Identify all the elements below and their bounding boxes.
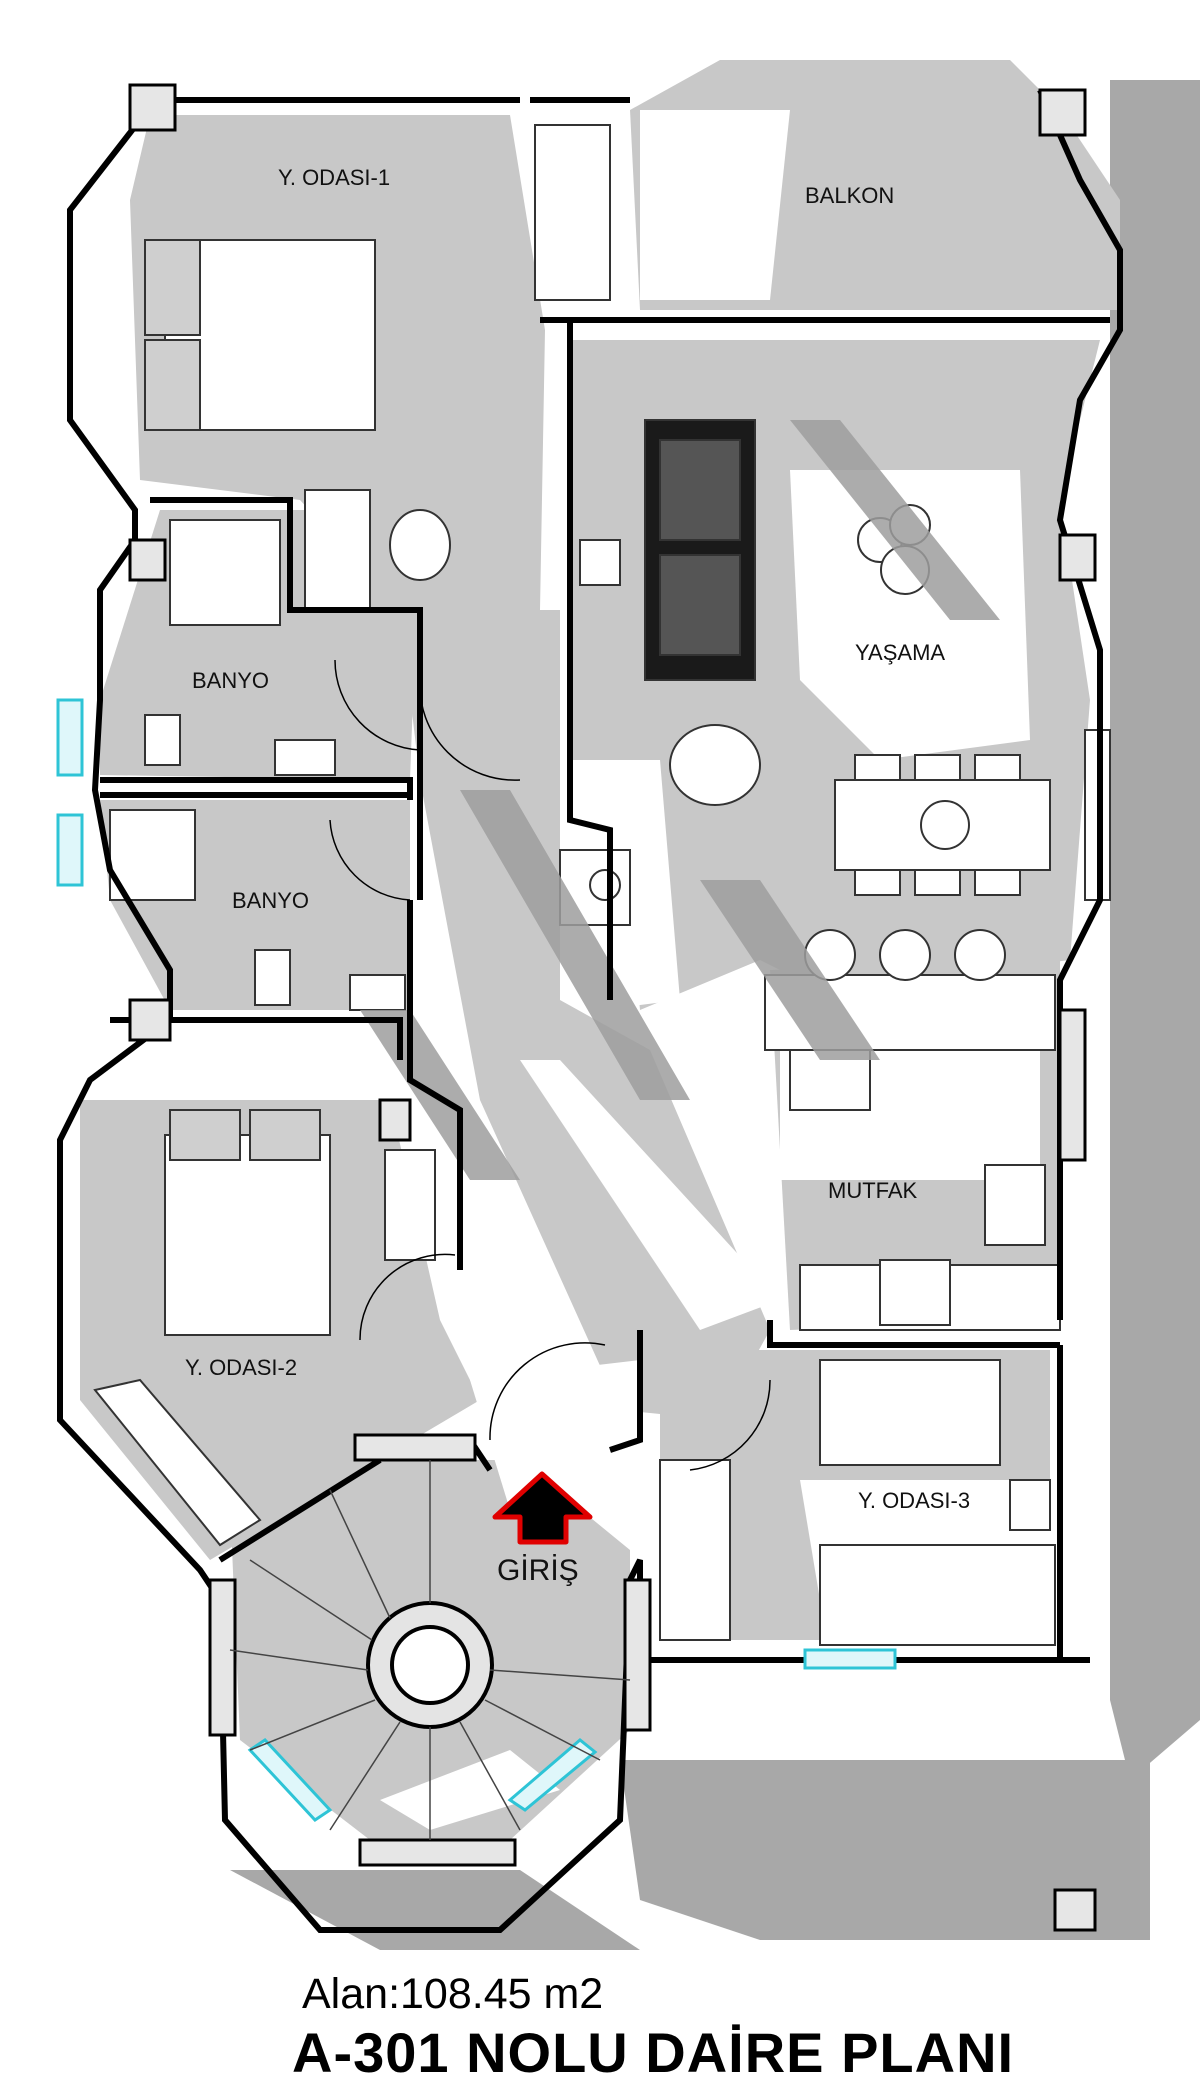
shower-1 (169, 519, 281, 626)
bedroom3-wardrobe (659, 1459, 731, 1641)
cooktop (984, 1164, 1046, 1246)
desk-1 (304, 489, 371, 611)
toilet-2 (254, 949, 291, 1006)
window-stair-right (507, 1738, 598, 1812)
single-bed-b (819, 1544, 1056, 1646)
washbasin-1 (274, 739, 336, 776)
window-bedroom3 (803, 1648, 897, 1670)
double-bed-2 (164, 1134, 331, 1336)
room-label-bedroom2: Y. ODASI-2 (185, 1355, 297, 1380)
spiral-stair (229, 1460, 631, 1840)
armchair (669, 724, 761, 806)
tv-cabinet (579, 539, 621, 586)
window-stair-left (247, 1738, 333, 1822)
room-label-bedroom3: Y. ODASI-3 (858, 1488, 970, 1513)
single-bed-a (819, 1359, 1001, 1466)
window-bath1 (56, 698, 84, 777)
room-label-bath2: BANYO (232, 888, 309, 913)
windows (56, 698, 897, 1822)
floor-plan: Y. ODASI-1 BALKON YAŞAMA BANYO BANYO MUT… (56, 60, 1200, 1950)
window-bath2 (56, 813, 84, 887)
area-text: Alan:108.45 m2 (302, 1970, 604, 2018)
washbasin-2 (349, 974, 406, 1011)
oven (879, 1259, 951, 1326)
entry-arrow (492, 1471, 593, 1545)
columns (128, 83, 1097, 1932)
room-label-kitchen: MUTFAK (828, 1178, 918, 1203)
room-label-bath1: BANYO (192, 668, 269, 693)
room-label-bedroom1: Y. ODASI-1 (278, 165, 390, 190)
room-label-balcony: BALKON (805, 183, 894, 208)
room-label-living: YAŞAMA (855, 640, 945, 665)
plan-title: A-301 NOLU DAİRE PLANI (292, 2021, 1015, 2084)
door-swings (329, 659, 771, 1471)
shower-2 (109, 809, 196, 901)
wardrobe-1 (534, 124, 611, 301)
entry-label: GİRİŞ (497, 1554, 579, 1587)
toilet-1 (144, 714, 181, 766)
chair-1 (389, 509, 451, 581)
wardrobe-2 (93, 1378, 262, 1547)
